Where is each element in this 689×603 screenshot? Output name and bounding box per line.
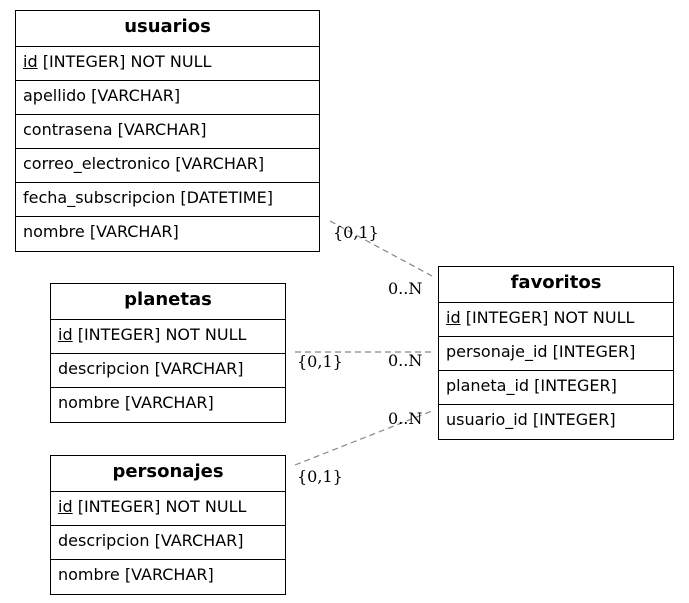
field-row-pk: id [INTEGER] NOT NULL bbox=[16, 47, 319, 81]
edge-line-personajes-favoritos bbox=[294, 410, 433, 466]
table-usuarios[interactable]: usuarios id [INTEGER] NOT NULL apellido … bbox=[15, 10, 320, 252]
cardinality-usuarios-side: {0,1} bbox=[333, 223, 379, 242]
primary-key-type: [INTEGER] NOT NULL bbox=[37, 52, 212, 71]
primary-key-type: [INTEGER] NOT NULL bbox=[460, 308, 635, 327]
relation-planetas-favoritos: {0,1} 0..N bbox=[295, 351, 432, 371]
field-row: descripcion [VARCHAR] bbox=[51, 354, 285, 388]
field-row-pk: id [INTEGER] NOT NULL bbox=[51, 320, 285, 354]
relation-personajes-favoritos: {0,1} 0..N bbox=[294, 409, 433, 486]
field-row: nombre [VARCHAR] bbox=[58, 393, 214, 412]
table-title: personajes bbox=[51, 456, 285, 492]
table-title: favoritos bbox=[439, 267, 673, 303]
field-row-pk: id [INTEGER] NOT NULL bbox=[439, 303, 673, 337]
table-planetas[interactable]: planetas id [INTEGER] NOT NULL descripci… bbox=[50, 283, 286, 423]
cardinality-favoritos-side-planetas: 0..N bbox=[388, 351, 422, 370]
primary-key-label: id bbox=[23, 52, 38, 71]
cardinality-personajes-side: {0,1} bbox=[297, 467, 343, 486]
primary-key-type: [INTEGER] NOT NULL bbox=[72, 325, 247, 344]
primary-key-label: id bbox=[58, 325, 73, 344]
field-row: apellido [VARCHAR] bbox=[16, 81, 319, 115]
field-row: personaje_id [INTEGER] bbox=[439, 337, 673, 371]
primary-key-label: id bbox=[58, 497, 73, 516]
cardinality-favoritos-side-personajes: 0..N bbox=[388, 409, 422, 428]
table-title: usuarios bbox=[16, 11, 319, 47]
primary-key-type: [INTEGER] NOT NULL bbox=[72, 497, 247, 516]
field-row: contrasena [VARCHAR] bbox=[16, 115, 319, 149]
field-row: usuario_id [INTEGER] bbox=[446, 410, 616, 429]
field-row: nombre [VARCHAR] bbox=[23, 222, 179, 241]
table-title: planetas bbox=[51, 284, 285, 320]
field-row: descripcion [VARCHAR] bbox=[51, 526, 285, 560]
field-row: fecha_subscripcion [DATETIME] bbox=[16, 183, 319, 217]
primary-key-label: id bbox=[446, 308, 461, 327]
field-row: nombre [VARCHAR] bbox=[58, 565, 214, 584]
field-row: planeta_id [INTEGER] bbox=[439, 371, 673, 405]
cardinality-favoritos-side-usuarios: 0..N bbox=[388, 279, 422, 298]
table-favoritos[interactable]: favoritos id [INTEGER] NOT NULL personaj… bbox=[438, 266, 674, 440]
cardinality-planetas-side: {0,1} bbox=[297, 352, 343, 371]
field-row-pk: id [INTEGER] NOT NULL bbox=[51, 492, 285, 526]
relation-usuarios-favoritos: {0,1} 0..N bbox=[329, 220, 433, 298]
field-row: correo_electronico [VARCHAR] bbox=[16, 149, 319, 183]
table-personajes[interactable]: personajes id [INTEGER] NOT NULL descrip… bbox=[50, 455, 286, 595]
